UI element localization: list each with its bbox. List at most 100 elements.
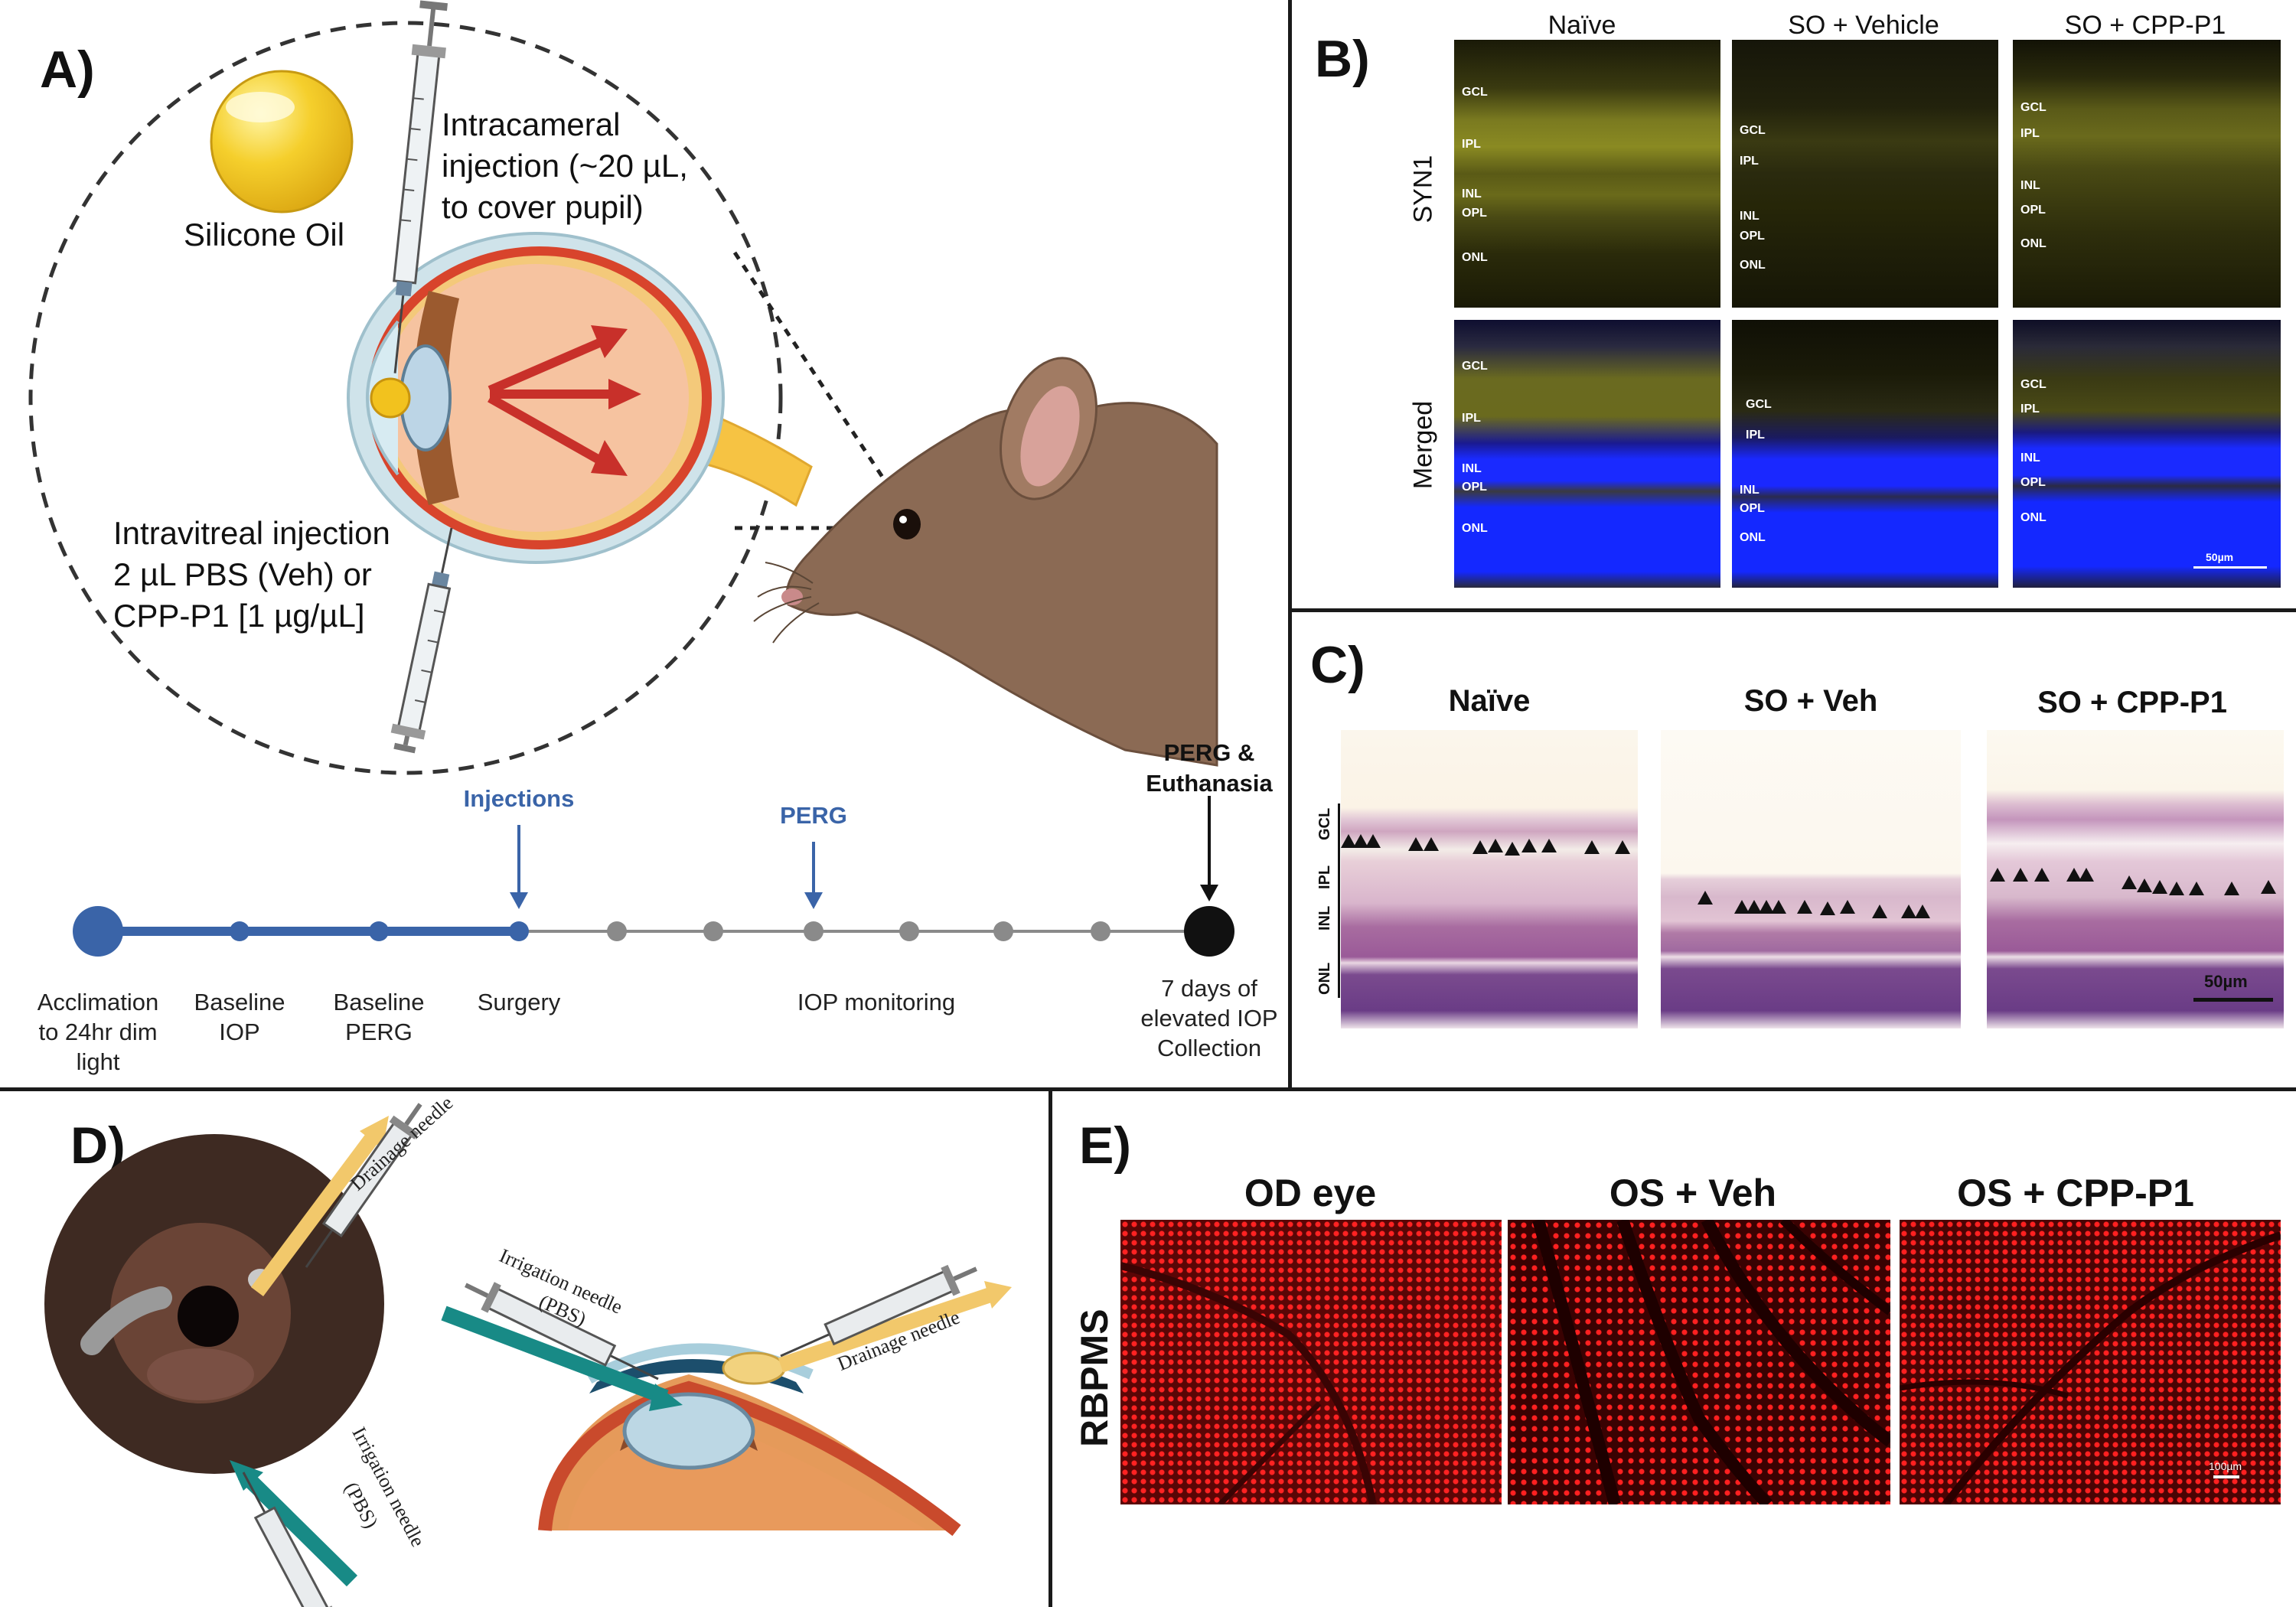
intracameral-line3: to cover pupil) — [442, 189, 644, 225]
e-vessels — [1532, 1220, 1890, 1504]
timeline-perg-euthanasia-line2: Euthanasia — [1146, 770, 1273, 797]
panel-a-letter: A) — [40, 41, 95, 99]
b-layer-ipl: IPL — [1740, 155, 1759, 168]
timeline-end-line2: elevated IOP — [1140, 1005, 1278, 1032]
arrowhead-marker — [1353, 834, 1368, 848]
arrowhead-marker — [1341, 834, 1356, 848]
arrowhead-marker — [2169, 882, 2184, 895]
arrowhead-marker — [1473, 840, 1488, 854]
panel-c-col-veh: SO + Veh — [1743, 684, 1878, 718]
b-layer-opl: OPL — [2020, 476, 2046, 489]
panel-e-col-od: OD eye — [1244, 1172, 1377, 1214]
b-layer-gcl: GCL — [1462, 360, 1488, 373]
b-layer-inl: INL — [1740, 210, 1760, 223]
b-scale-bar — [2193, 566, 2267, 569]
b-layer-onl: ONL — [1740, 531, 1766, 544]
b-layer-onl: ONL — [2020, 511, 2047, 524]
arrowhead-marker — [1759, 900, 1774, 914]
b-layer-opl: OPL — [1740, 502, 1765, 515]
arrowhead-marker — [1872, 905, 1887, 918]
arrowhead-marker — [1915, 905, 1930, 918]
b-layer-onl: ONL — [1462, 251, 1488, 264]
panel-e-col-cpp: OS + CPP-P1 — [1957, 1172, 2194, 1214]
timeline-acclimation-line3: light — [76, 1048, 120, 1075]
arrowhead-marker — [2261, 880, 2276, 894]
arrowhead-marker — [1615, 840, 1630, 854]
irrigation-diagram — [44, 1103, 1012, 1607]
c-histo-veh — [1661, 730, 1961, 1028]
timeline — [73, 796, 1234, 957]
b-layer-inl: INL — [1462, 187, 1482, 200]
panel-b-row-syn1: SYN1 — [1408, 155, 1438, 223]
b-layer-opl: OPL — [1740, 230, 1765, 243]
panel-e-row-label: RBPMS — [1073, 1309, 1116, 1447]
e-flatmount-veh — [1508, 1220, 1890, 1504]
eye-diagram — [28, 0, 1218, 775]
timeline-end-line1: 7 days of — [1161, 975, 1257, 1002]
silicone-oil-label: Silicone Oil — [184, 217, 345, 253]
arrowhead-marker — [1840, 900, 1855, 914]
c-layer-ipl: IPL — [1316, 865, 1333, 889]
arrowhead-marker — [2013, 868, 2028, 882]
b-layer-opl: OPL — [1462, 481, 1487, 494]
arrowhead-marker — [2224, 882, 2239, 895]
intravitreal-line2: 2 µL PBS (Veh) or — [113, 556, 372, 592]
arrowhead-marker — [1734, 900, 1750, 914]
arrowhead-marker — [1797, 900, 1812, 914]
b-merged-naive: GCL IPL INL OPL ONL — [1454, 320, 1720, 588]
divider-vertical-top — [1288, 0, 1292, 1090]
b-layer-gcl: GCL — [2020, 378, 2047, 391]
b-layer-inl: INL — [2020, 451, 2040, 464]
b-layer-opl: OPL — [1462, 207, 1487, 220]
arrowhead-marker — [2066, 868, 2082, 882]
intravitreal-line3: CPP-P1 [1 µg/µL] — [113, 598, 365, 634]
c-histo-cpp: 50µm — [1987, 730, 2284, 1028]
panel-b-col-naive: Naïve — [1548, 11, 1616, 40]
arrowhead-marker — [2152, 880, 2167, 894]
arrowhead-marker — [1820, 901, 1835, 915]
b-layer-inl: INL — [1740, 484, 1760, 497]
timeline-acclimation-line1: Acclimation — [37, 989, 159, 1015]
c-layer-onl: ONL — [1316, 962, 1333, 995]
arrowhead-marker — [1505, 842, 1520, 856]
arrowhead-marker — [1990, 868, 2005, 882]
intravitreal-line1: Intravitreal injection — [113, 515, 390, 551]
panel-b-col-cpp: SO + CPP-P1 — [2064, 11, 2226, 40]
b-syn1-vehicle: GCL IPL INL OPL ONL — [1732, 40, 1998, 308]
arrowhead-marker — [2122, 875, 2137, 889]
panel-d-letter: D) — [70, 1116, 126, 1175]
c-scale-bar — [2193, 998, 2273, 1002]
c-layer-gcl: GCL — [1316, 807, 1333, 840]
timeline-baseline-perg-line2: PERG — [345, 1019, 413, 1045]
b-layer-gcl: GCL — [1746, 398, 1772, 411]
timeline-baseline-iop-line1: Baseline — [194, 989, 285, 1015]
b-layer-onl: ONL — [2020, 237, 2047, 250]
arrowhead-marker — [2189, 882, 2204, 895]
c-scale-label: 50µm — [2204, 972, 2248, 991]
intracameral-line2: injection (~20 µL, — [442, 148, 688, 184]
e-scale-label: 100µm — [2209, 1460, 2242, 1472]
b-layer-inl: INL — [1462, 462, 1482, 475]
arrowhead-marker — [1521, 839, 1537, 852]
arrowhead-marker — [2034, 868, 2050, 882]
arrowhead-marker — [1488, 839, 1503, 852]
timeline-end-line3: Collection — [1156, 1035, 1262, 1061]
panel-b-row-merged: Merged — [1408, 400, 1438, 490]
b-syn1-cpp: GCL IPL INL OPL ONL — [2013, 40, 2281, 308]
arrowhead-marker — [1771, 900, 1786, 914]
e-flatmount-od — [1120, 1220, 1502, 1504]
b-layer-inl: INL — [2020, 179, 2040, 192]
e-vessels — [1900, 1231, 2281, 1504]
b-layer-ipl: IPL — [1746, 429, 1765, 442]
c-layer-inl: INL — [1316, 905, 1333, 931]
panel-e-letter: E) — [1079, 1116, 1131, 1175]
timeline-acclimation-line2: to 24hr dim — [38, 1019, 158, 1045]
b-layer-ipl: IPL — [1462, 138, 1481, 151]
b-layer-ipl: IPL — [1462, 412, 1481, 425]
b-layer-onl: ONL — [1740, 259, 1766, 272]
b-merged-cpp: GCL IPL INL OPL ONL 50µm — [2013, 320, 2281, 588]
b-layer-gcl: GCL — [1740, 124, 1766, 137]
timeline-injections-label: Injections — [463, 785, 575, 812]
panel-b-letter: B) — [1315, 30, 1370, 88]
b-merged-vehicle: GCL IPL INL OPL ONL — [1732, 320, 1998, 588]
